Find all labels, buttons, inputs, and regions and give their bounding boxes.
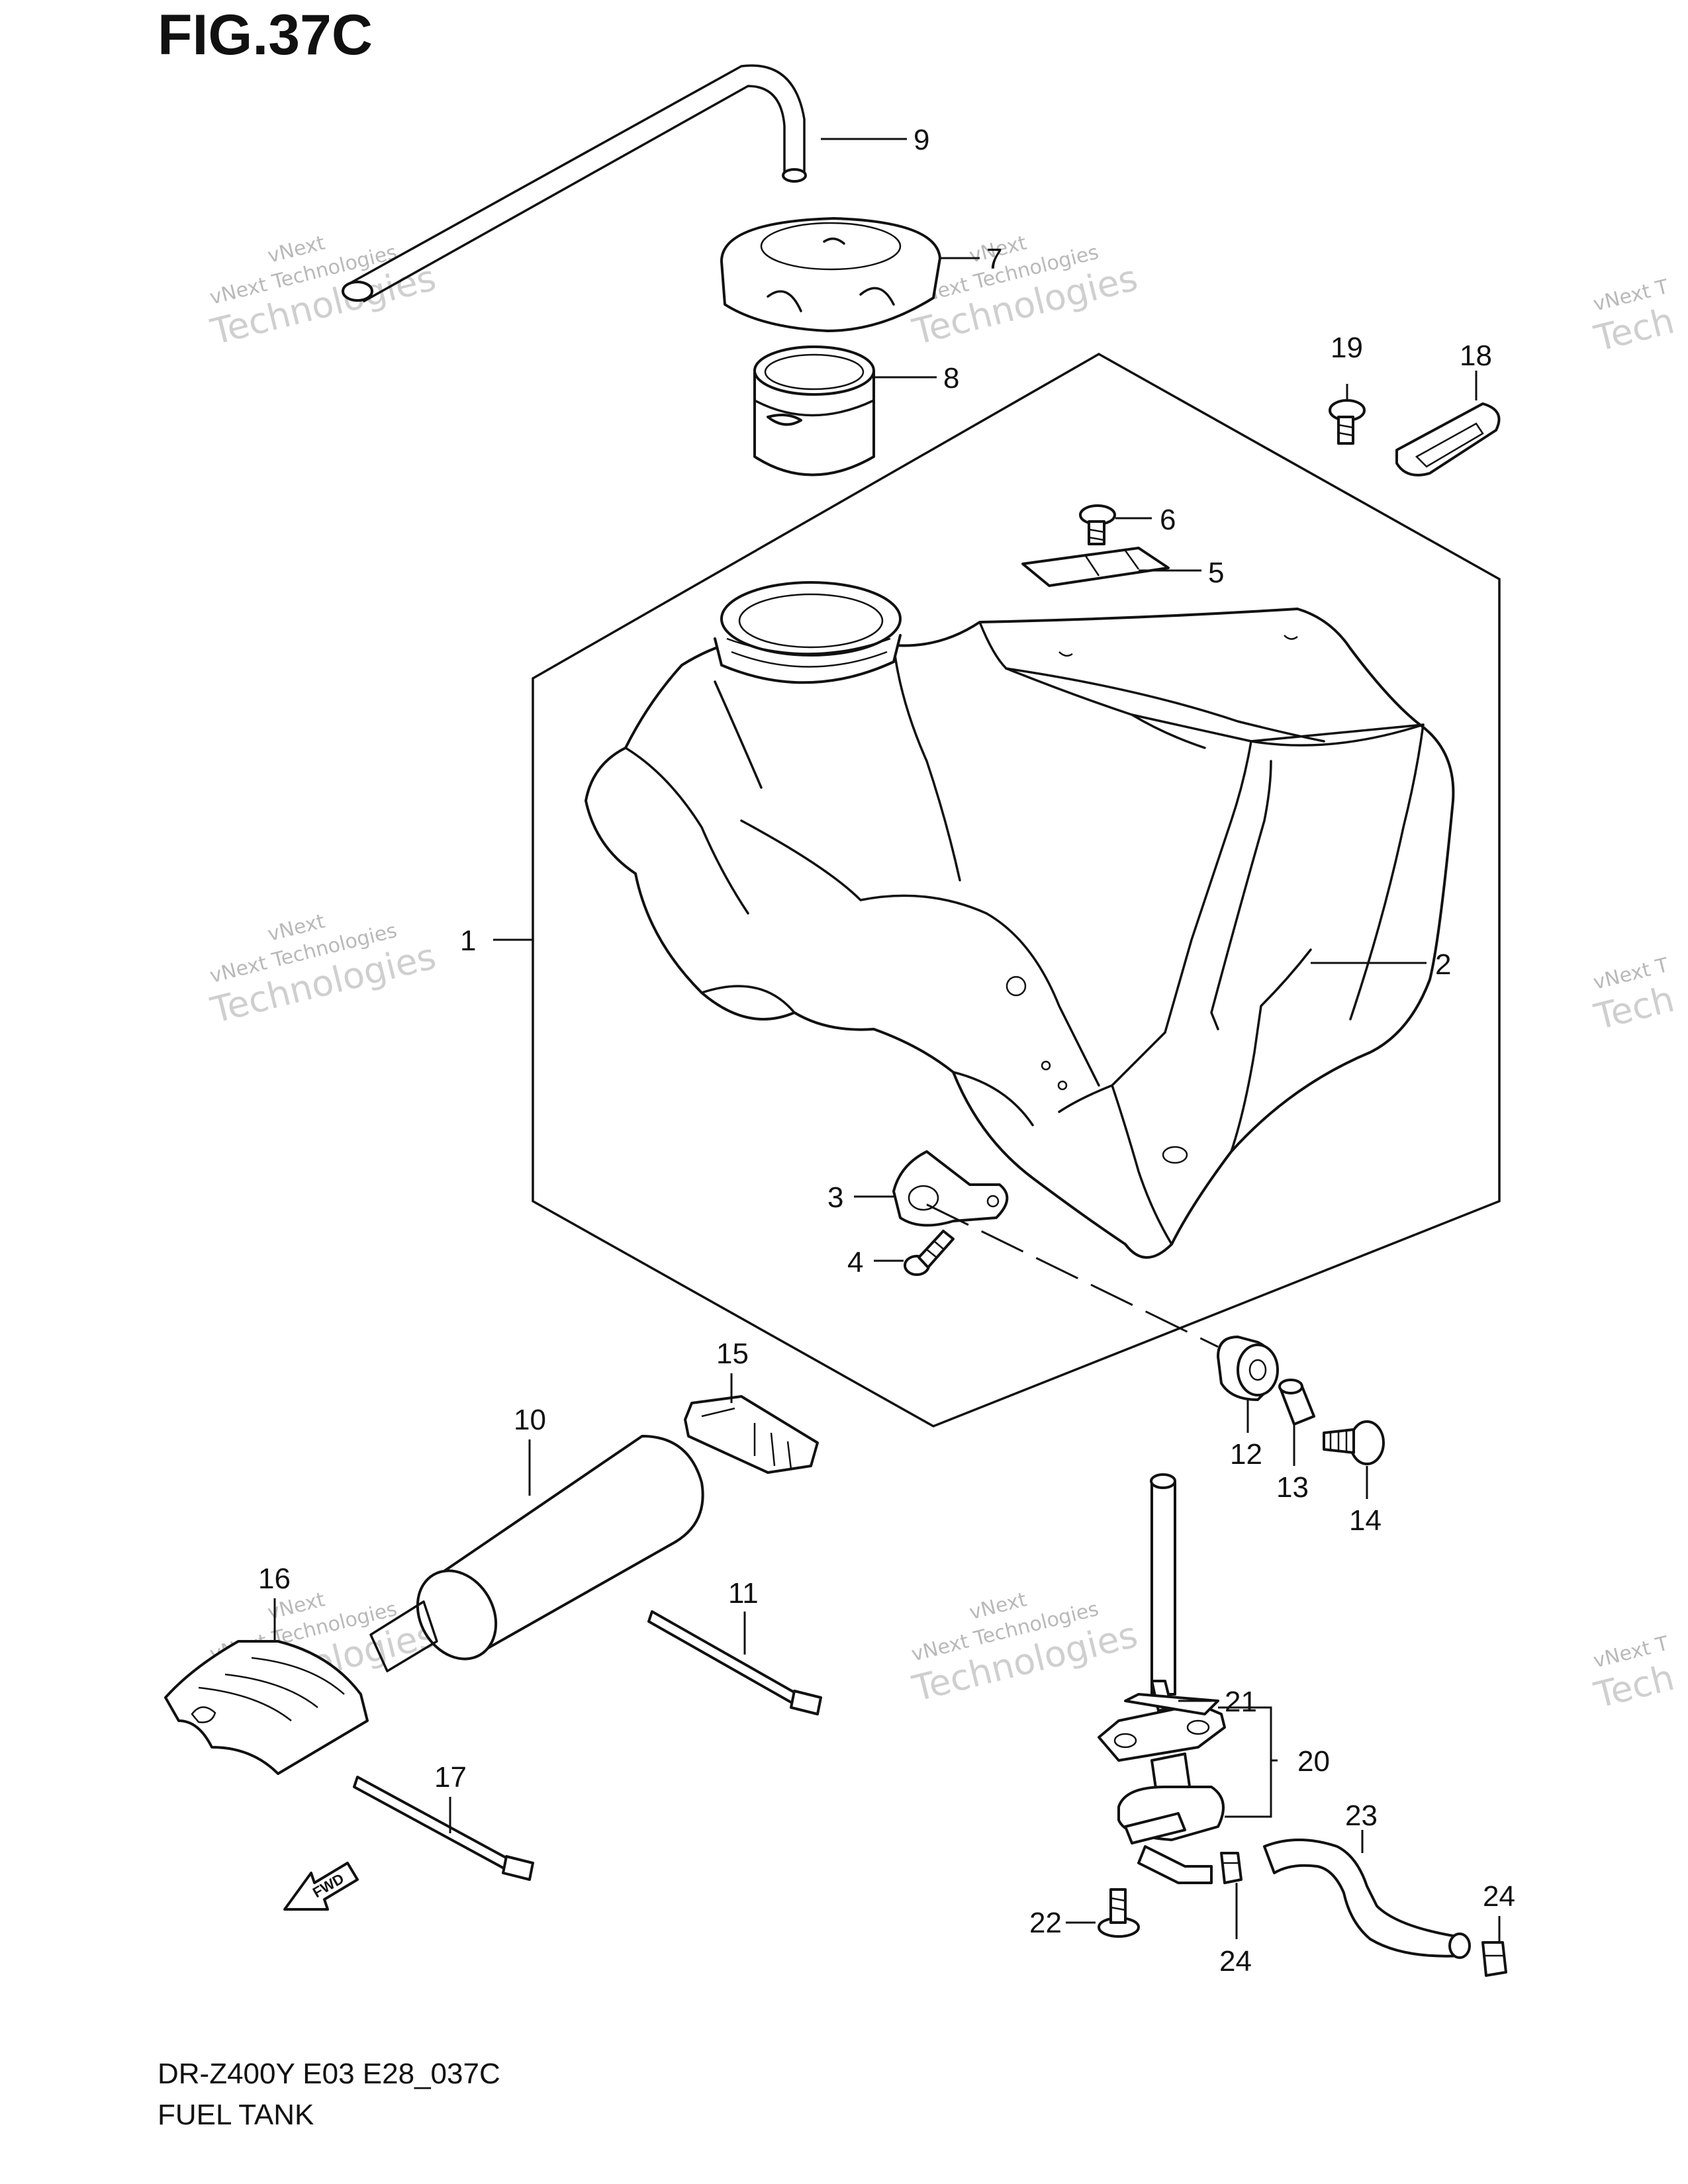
callout-5: 5	[1208, 557, 1224, 589]
mounting-plate	[892, 1150, 1009, 1227]
callout-6: 6	[1160, 504, 1176, 536]
watermark: vNext vNext Technologies Technologies	[207, 910, 440, 1032]
callout-4: 4	[847, 1246, 863, 1279]
clamp-24b	[1481, 1941, 1507, 1977]
callout-17: 17	[434, 1761, 467, 1794]
callout-2: 2	[1435, 948, 1451, 981]
fuel-hose	[1263, 1839, 1471, 1959]
watermark-edge: vNext T Tech	[1590, 954, 1679, 1038]
screw-22	[1098, 1888, 1140, 1938]
callout-24-left: 24	[1219, 1945, 1252, 1978]
fuel-cap	[720, 217, 941, 332]
callout-22: 22	[1029, 1907, 1062, 1939]
clamp-24a	[1220, 1852, 1243, 1884]
watermark-edge: vNext T Tech	[1590, 1632, 1679, 1717]
screw-6	[1079, 504, 1116, 545]
callout-7: 7	[986, 243, 1002, 275]
tie-strap-11	[647, 1610, 822, 1715]
foam-10	[369, 1435, 704, 1672]
filler-neck-ring	[753, 345, 875, 477]
callout-15: 15	[716, 1338, 749, 1370]
callout-11: 11	[728, 1577, 759, 1610]
callout-18: 18	[1460, 340, 1492, 372]
callout-14: 14	[1349, 1504, 1382, 1537]
assembly-boundary	[532, 352, 1501, 1428]
callout-1: 1	[460, 925, 476, 957]
fuel-cock	[1098, 1473, 1226, 1884]
callout-10: 10	[514, 1404, 546, 1436]
callout-9: 9	[914, 124, 929, 156]
figure-title: FIG.37C	[158, 3, 373, 67]
cushion-16	[164, 1640, 369, 1775]
bolt-4	[904, 1230, 955, 1276]
fwd-arrow-icon: FWD	[283, 1862, 359, 1911]
collar-13	[1278, 1379, 1315, 1426]
callout-13: 13	[1276, 1471, 1309, 1504]
tie-strap-17	[353, 1776, 534, 1881]
watermark: vNext vNext Technologies Technologies	[908, 1588, 1142, 1710]
callout-8: 8	[943, 362, 959, 394]
breather-hose	[342, 64, 807, 302]
screw-19	[1329, 399, 1366, 445]
callout-19: 19	[1331, 332, 1363, 364]
bracket-5	[1021, 547, 1170, 587]
callout-21: 21	[1225, 1686, 1257, 1718]
leader-lines	[273, 138, 1501, 1942]
callout-12: 12	[1230, 1438, 1262, 1471]
watermark-edge: vNext T Tech	[1590, 275, 1679, 360]
callout-3: 3	[827, 1181, 843, 1214]
callout-24-right: 24	[1483, 1880, 1515, 1913]
bolt-14	[1323, 1420, 1385, 1465]
figure-name: FUEL TANK	[158, 2099, 314, 2131]
callout-23: 23	[1345, 1799, 1378, 1832]
cushion-15	[684, 1395, 819, 1474]
callout-labels: 9 7 8 19 18 6 5 1 2 3 4 15 10 12 13 14 1…	[258, 124, 1515, 1978]
fuel-tank	[585, 581, 1455, 1259]
figure-code: DR-Z400Y E03 E28_037C	[158, 2058, 500, 2090]
rubber-strap	[1395, 402, 1501, 477]
grommet-12	[1217, 1336, 1279, 1401]
callout-16: 16	[258, 1563, 291, 1595]
callout-20: 20	[1297, 1745, 1330, 1778]
